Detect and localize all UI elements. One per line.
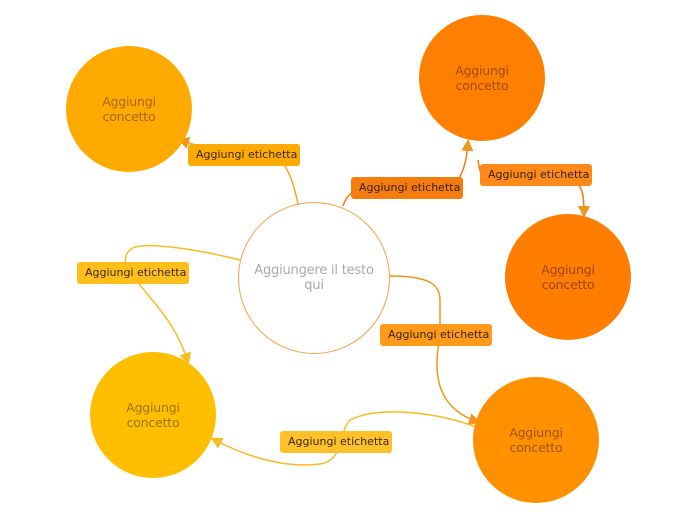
concept-bottom-right[interactable]: Aggiungi concetto bbox=[473, 377, 599, 503]
central-topic[interactable]: Aggiungere il testo qui bbox=[238, 202, 390, 354]
link-label-bottom[interactable]: Aggiungi etichetta bbox=[280, 431, 392, 453]
concept-text: Aggiungi concetto bbox=[102, 94, 156, 124]
concept-bottom-left[interactable]: Aggiungi concetto bbox=[90, 352, 216, 478]
concept-text: Aggiungi concetto bbox=[455, 63, 509, 93]
concept-top-left[interactable]: Aggiungi concetto bbox=[66, 46, 192, 172]
concept-text: Aggiungi concetto bbox=[509, 425, 563, 455]
link-label-top-left[interactable]: Aggiungi etichetta bbox=[188, 144, 300, 166]
link-label-bottom-right[interactable]: Aggiungi etichetta bbox=[380, 324, 492, 346]
connector-left bbox=[124, 244, 241, 365]
connector-bottom-right bbox=[389, 275, 481, 425]
link-label-left[interactable]: Aggiungi etichetta bbox=[77, 262, 189, 284]
link-label-right-chain[interactable]: Aggiungi etichetta bbox=[480, 164, 592, 186]
concept-text: Aggiungi concetto bbox=[541, 262, 595, 292]
link-label-top-right[interactable]: Aggiungi etichetta bbox=[351, 177, 463, 199]
concept-text: Aggiungi concetto bbox=[126, 400, 180, 430]
concept-right[interactable]: Aggiungi concetto bbox=[505, 214, 631, 340]
concept-top-right[interactable]: Aggiungi concetto bbox=[419, 15, 545, 141]
central-topic-text: Aggiungere il testo qui bbox=[254, 263, 374, 293]
